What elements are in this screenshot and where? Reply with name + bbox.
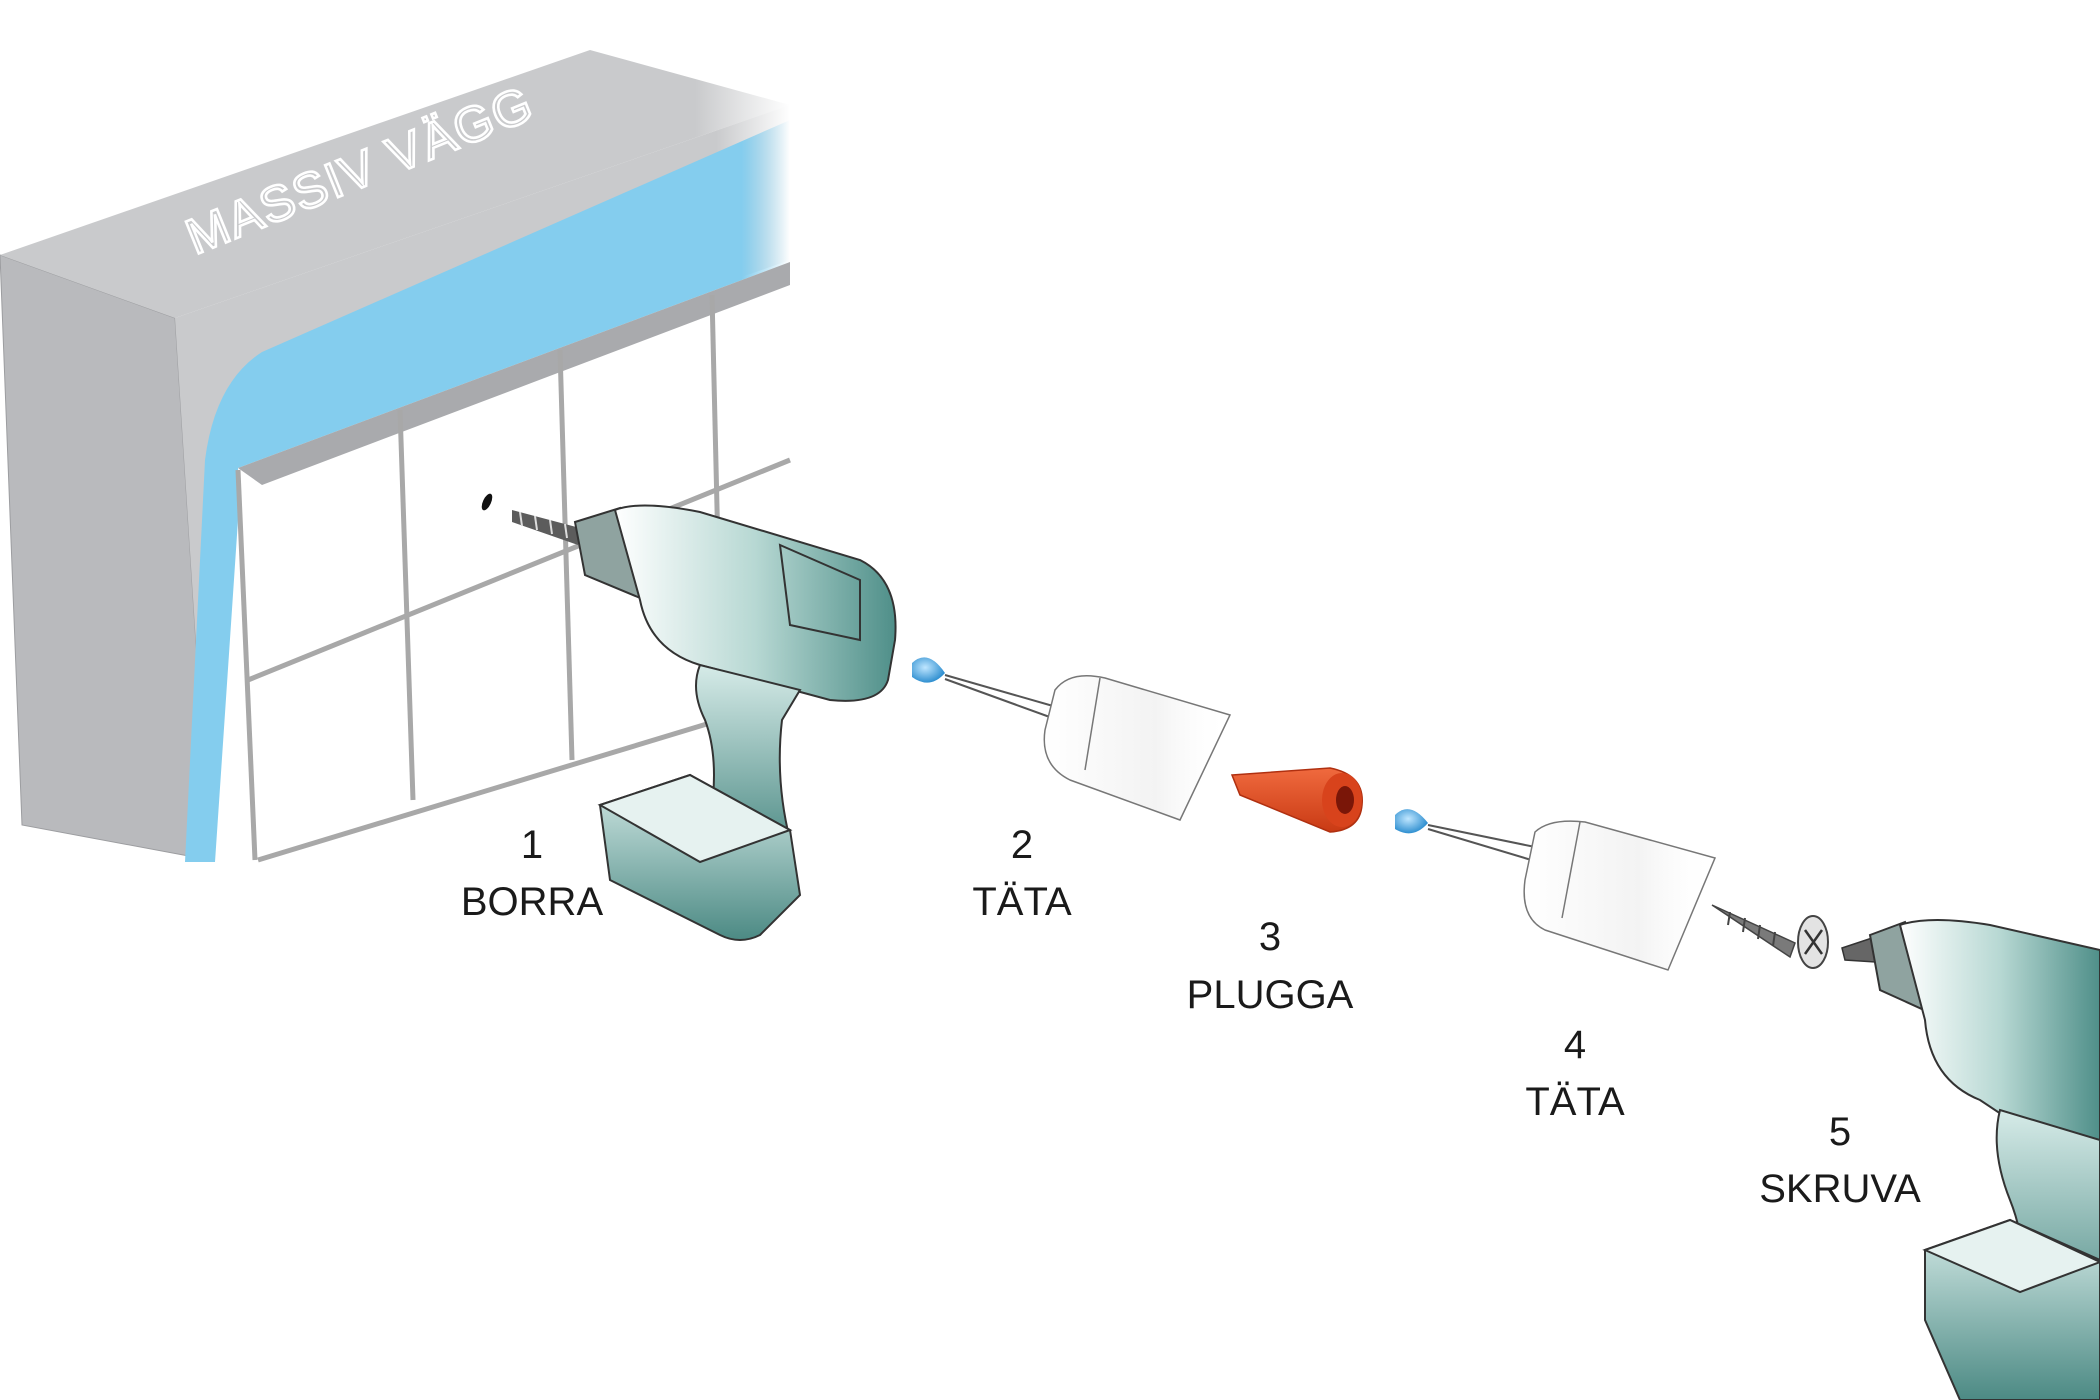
step-5: 5 SKRUVA [1759, 1110, 1921, 1211]
step-number: 5 [1829, 1110, 1851, 1154]
step-number: 1 [521, 823, 543, 867]
sealant-tube-icon [944, 674, 1232, 821]
step-label: TÄTA [972, 880, 1072, 924]
step-1: 1 BORRA [461, 823, 604, 924]
wall-top-face [0, 50, 790, 318]
drill-icon [1841, 919, 2100, 1400]
sealant-drop-icon [1395, 809, 1428, 834]
solid-wall: MASSIV VÄGG [0, 50, 791, 1400]
drill-icon [512, 504, 897, 941]
wall-plug-icon [1230, 767, 1363, 833]
sealant-tube-icon [1427, 820, 1717, 971]
step-label: TÄTA [1525, 1080, 1625, 1124]
drill-bit [512, 510, 580, 545]
sealant-drop-icon [912, 657, 945, 683]
step-label: SKRUVA [1759, 1167, 1921, 1211]
step-4: 4 TÄTA [1525, 1023, 1625, 1124]
step-number: 2 [1011, 823, 1033, 867]
step-2: 2 TÄTA [972, 823, 1072, 924]
step-3: 3 PLUGGA [1187, 915, 1354, 1017]
screw-icon [1711, 904, 1829, 969]
step-label: PLUGGA [1187, 973, 1354, 1017]
step-number: 3 [1259, 915, 1281, 959]
step-label: BORRA [461, 880, 604, 924]
step-number: 4 [1564, 1023, 1586, 1067]
membrane-layer [185, 120, 790, 862]
drill-hole [481, 493, 493, 511]
